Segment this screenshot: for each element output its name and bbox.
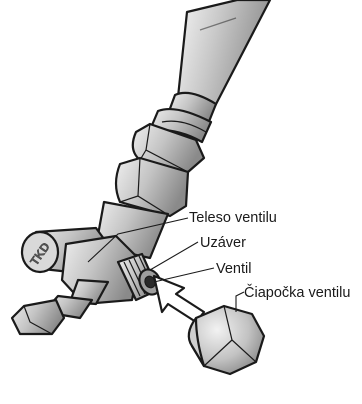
leader-valve xyxy=(154,268,214,282)
hose xyxy=(178,0,270,108)
label-cap: Uzáver xyxy=(200,235,246,251)
install-arrow xyxy=(154,276,204,322)
bottom-flare-nut xyxy=(12,300,64,334)
leader-cap xyxy=(150,242,198,270)
label-valve-body: Teleso ventilu xyxy=(189,210,277,226)
label-valve-cap: Čiapočka ventilu xyxy=(244,284,350,301)
label-valve: Ventil xyxy=(216,261,251,277)
valve-cap-shape xyxy=(189,306,264,374)
